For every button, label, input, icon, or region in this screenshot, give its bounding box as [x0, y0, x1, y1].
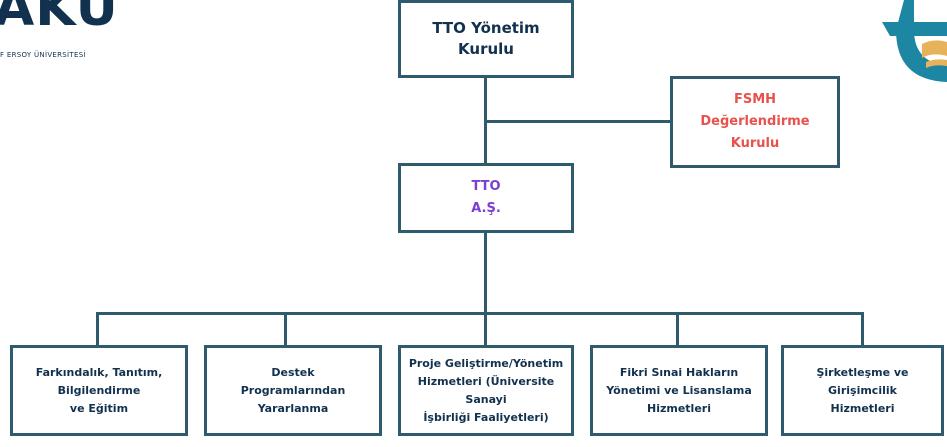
university-logo: AKÜ F ERSOY ÜNİVERSİTESİ [0, 0, 118, 70]
service-box-3: Proje Geliştirme/Yönetim Hizmetleri (Üni… [398, 345, 574, 436]
fsmh-box: FSMH Değerlendirme Kurulu [670, 76, 840, 168]
board-label: TTO Yönetim Kurulu [432, 19, 540, 58]
tto-label: TTO A.Ş. [471, 179, 501, 216]
connector-fsmh [484, 120, 670, 123]
service-box-1: Farkındalık, Tanıtım, Bilgilendirme ve E… [10, 345, 188, 436]
university-logo-subtitle: F ERSOY ÜNİVERSİTESİ [0, 51, 86, 59]
tto-box: TTO A.Ş. [398, 163, 574, 233]
service-label-5: Şirketleşme ve Girişimcilik Hizmetleri [816, 365, 909, 415]
connector-bus [96, 312, 864, 315]
connector-drop-5 [861, 312, 864, 347]
connector-drop-2 [284, 312, 287, 347]
service-label-3: Proje Geliştirme/Yönetim Hizmetleri (Üni… [408, 356, 564, 424]
connector-tto-to-bus [484, 230, 487, 314]
service-box-2: Destek Programlarından Yararlanma [204, 345, 382, 436]
service-box-5: Şirketleşme ve Girişimcilik Hizmetleri [781, 345, 944, 436]
tto-logo-icon [882, 0, 947, 82]
service-label-1: Farkındalık, Tanıtım, Bilgilendirme ve E… [35, 365, 163, 415]
connector-drop-4 [676, 312, 679, 347]
fsmh-label: FSMH Değerlendirme Kurulu [700, 92, 810, 151]
connector-drop-1 [96, 312, 99, 347]
connector-drop-3 [484, 312, 487, 347]
service-label-4: Fikri Sınai Hakların Yönetimi ve Lisansl… [606, 365, 752, 415]
service-box-4: Fikri Sınai Hakların Yönetimi ve Lisansl… [590, 345, 768, 436]
board-box: TTO Yönetim Kurulu [398, 0, 574, 78]
university-logo-mark: AKÜ [0, 0, 119, 38]
service-label-2: Destek Programlarından Yararlanma [240, 365, 346, 415]
